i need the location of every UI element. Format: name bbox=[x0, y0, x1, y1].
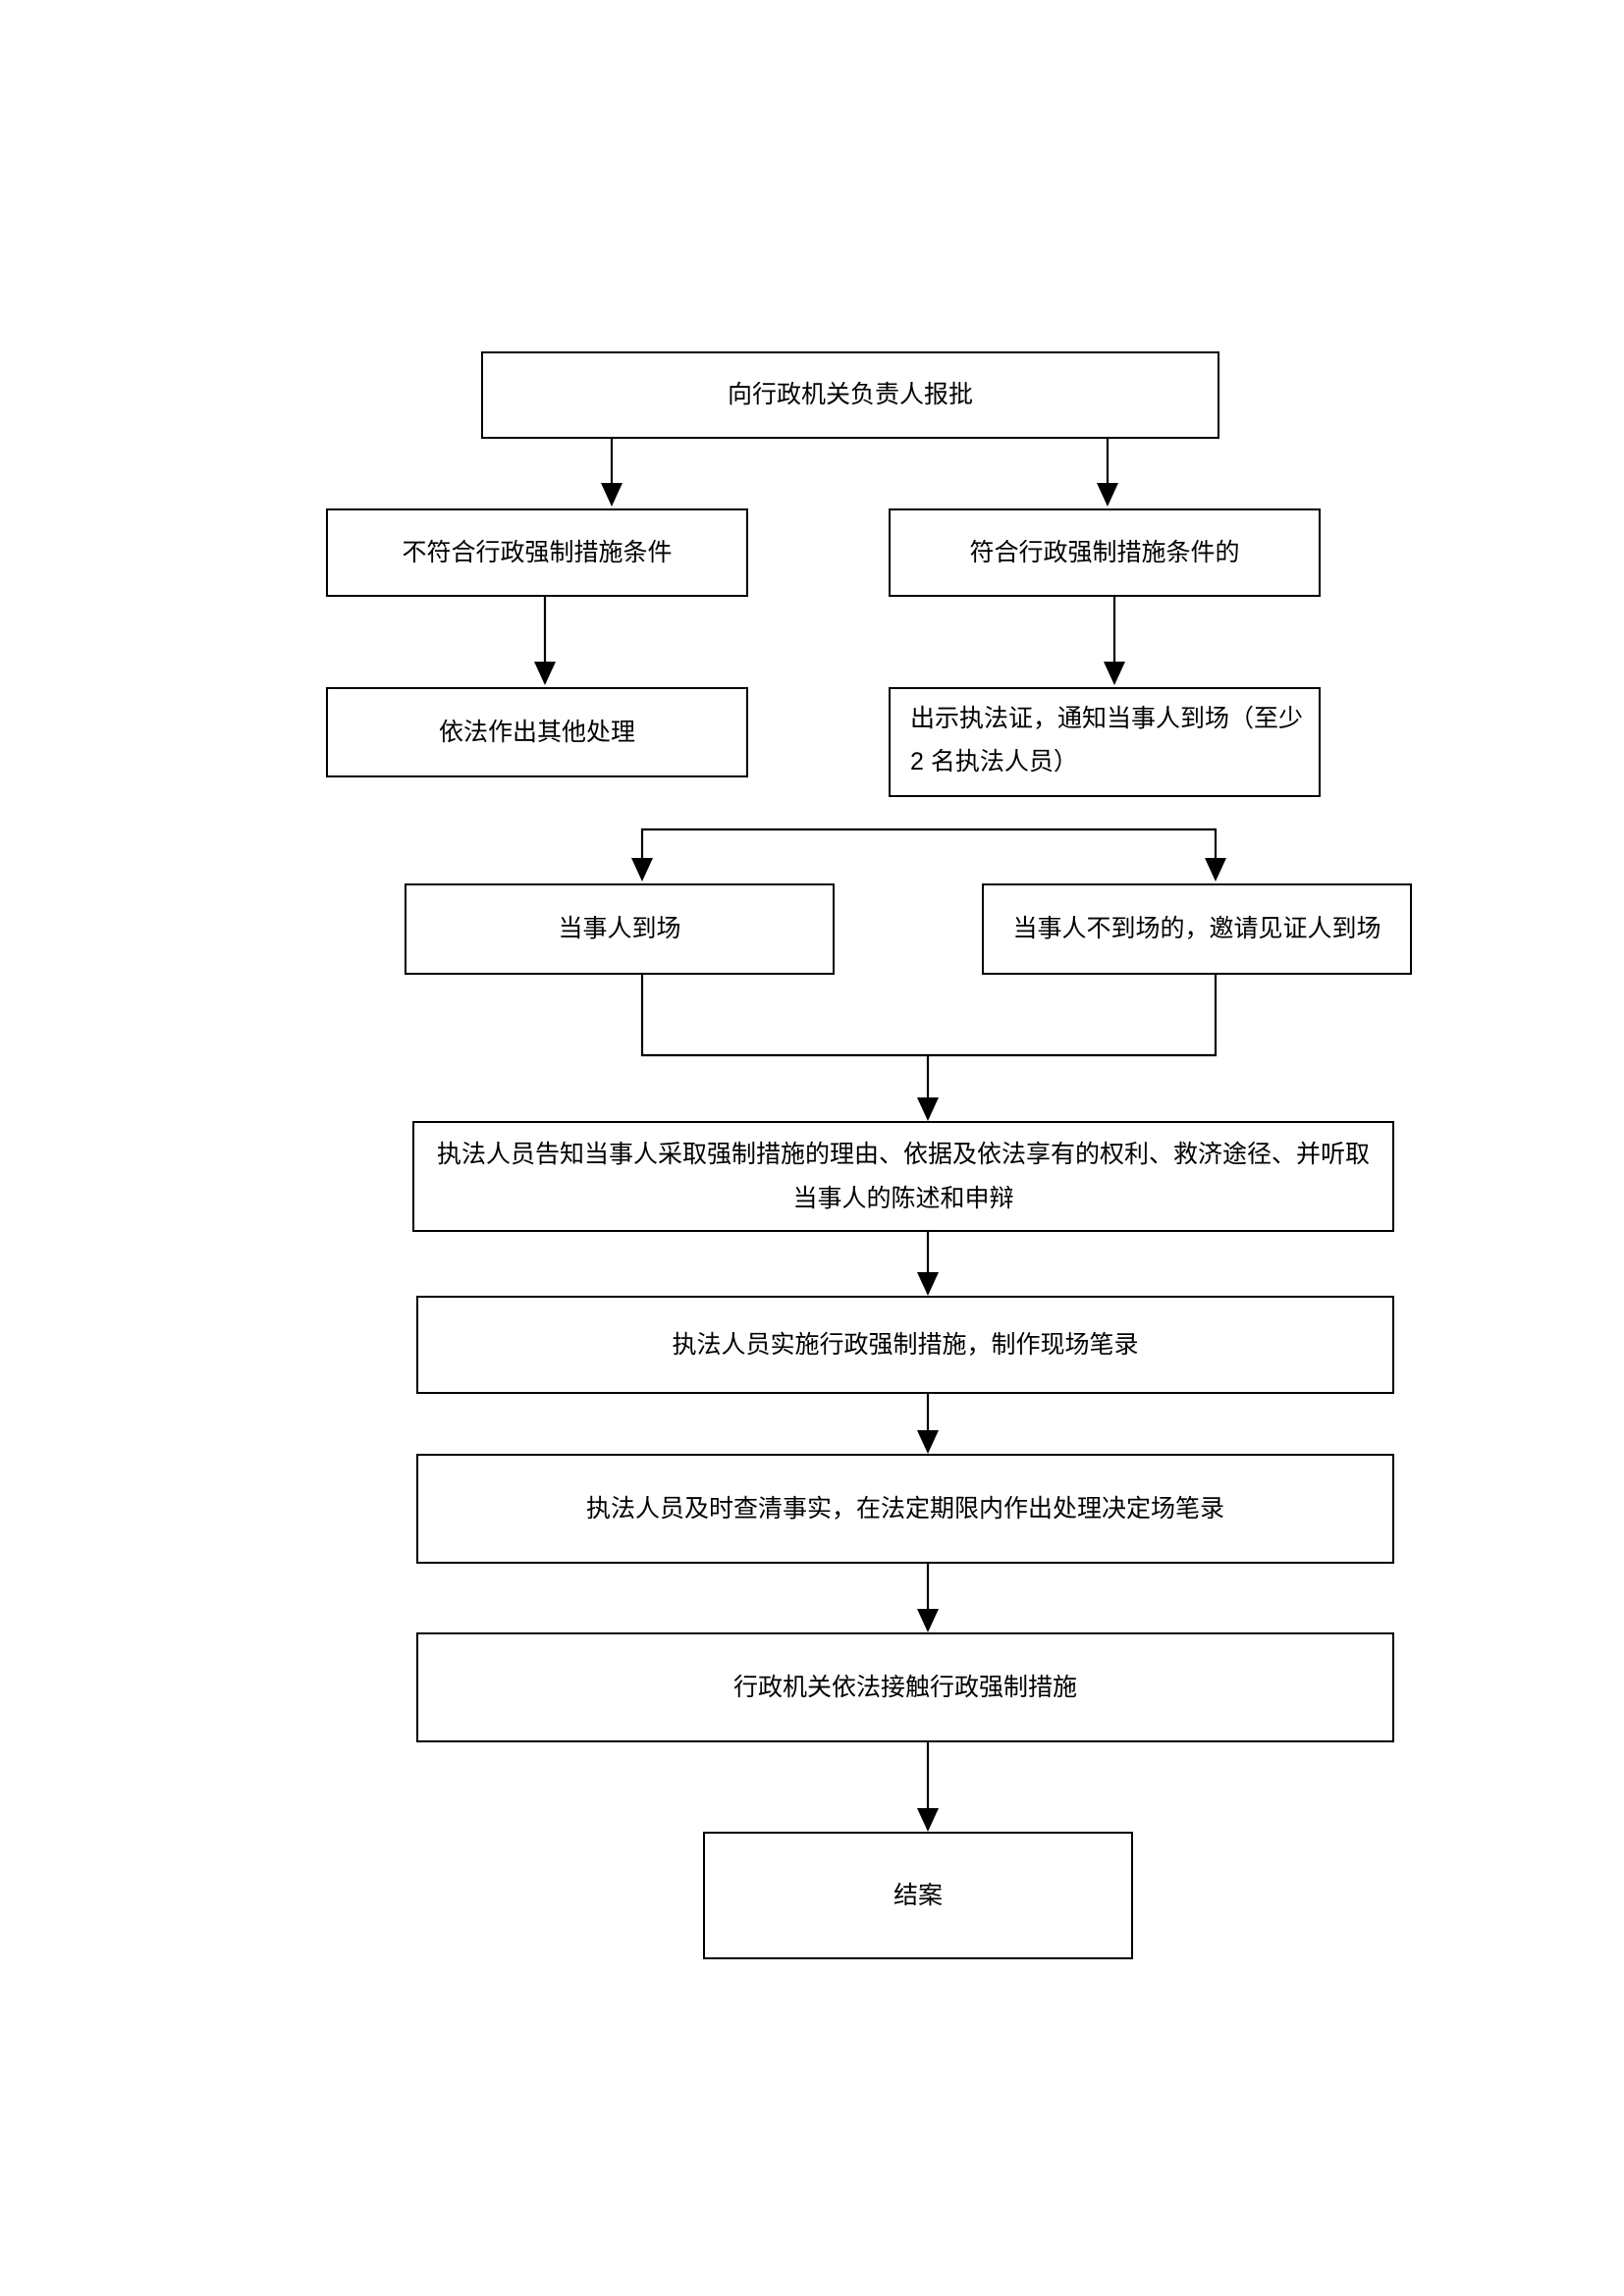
edge-fork-to-present bbox=[631, 828, 1217, 881]
flow-node-close-case: 结案 bbox=[703, 1832, 1133, 1959]
flow-node-label: 符合行政强制措施条件的 bbox=[969, 538, 1240, 566]
edge-fork-to-absent bbox=[1205, 828, 1226, 881]
flow-node-label: 当事人到场 bbox=[558, 915, 681, 942]
flow-node-conditions-met: 符合行政强制措施条件的 bbox=[889, 508, 1321, 597]
flow-node-party-present: 当事人到场 bbox=[405, 883, 835, 975]
flow-node-label: 依法作出其他处理 bbox=[438, 718, 635, 746]
flow-node-show-enforcement-id: 出示执法证，通知当事人到场（至少 2 名执法人员） bbox=[889, 687, 1321, 797]
flow-node-report-to-agency-head: 向行政机关负责人报批 bbox=[481, 351, 1219, 439]
flow-node-label: 向行政机关负责人报批 bbox=[727, 381, 973, 408]
flow-node-conditions-not-met: 不符合行政强制措施条件 bbox=[326, 508, 748, 597]
flow-node-inform-rights: 执法人员告知当事人采取强制措施的理由、依据及依法享有的权利、救济途径、并听取 当… bbox=[412, 1121, 1394, 1232]
edge-inform-to-implement bbox=[917, 1232, 939, 1296]
flow-node-implement-measures: 执法人员实施行政强制措施，制作现场笔录 bbox=[416, 1296, 1394, 1394]
flow-node-verify-facts-decide: 执法人员及时查清事实，在法定期限内作出处理决定场笔录 bbox=[416, 1454, 1394, 1564]
flow-node-other-handling: 依法作出其他处理 bbox=[326, 687, 748, 777]
flow-node-label: 执法人员实施行政强制措施，制作现场笔录 bbox=[672, 1330, 1139, 1359]
edge-merge-to-inform bbox=[640, 975, 1218, 1121]
edge-decide-to-lift bbox=[917, 1564, 939, 1632]
edge-report-to-notmeet bbox=[601, 439, 623, 507]
flow-node-lift-measures: 行政机关依法接触行政强制措施 bbox=[416, 1632, 1394, 1742]
flow-node-label: 结案 bbox=[893, 1881, 943, 1909]
flow-node-party-absent-invite-witness: 当事人不到场的，邀请见证人到场 bbox=[982, 883, 1412, 975]
flow-node-label: 当事人不到场的，邀请见证人到场 bbox=[1012, 915, 1381, 942]
edge-meet-to-showid bbox=[1104, 597, 1125, 685]
edge-lift-to-close bbox=[917, 1742, 939, 1832]
edge-implement-to-decide bbox=[917, 1394, 939, 1454]
edge-report-to-meet bbox=[1097, 439, 1118, 507]
flow-node-label: 出示执法证，通知当事人到场（至少 2 名执法人员） bbox=[910, 705, 1304, 775]
edge-notmeet-to-other bbox=[534, 597, 556, 685]
flow-node-label: 执法人员告知当事人采取强制措施的理由、依据及依法享有的权利、救济途径、并听取 当… bbox=[436, 1140, 1370, 1212]
flow-node-label: 执法人员及时查清事实，在法定期限内作出处理决定场笔录 bbox=[585, 1494, 1224, 1522]
flow-node-label: 行政机关依法接触行政强制措施 bbox=[732, 1673, 1077, 1701]
flow-node-label: 不符合行政强制措施条件 bbox=[402, 538, 673, 566]
